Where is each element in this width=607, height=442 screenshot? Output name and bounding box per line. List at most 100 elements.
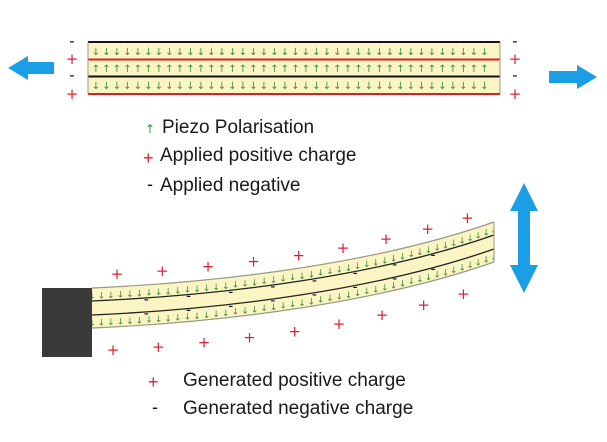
bottom-legend-symbols: + -	[148, 372, 159, 417]
polarisation-arrow-icon: ↓	[365, 81, 373, 92]
polarisation-arrow-icon: ↓	[98, 292, 106, 302]
polarisation-arrow-icon: ↓	[207, 47, 215, 58]
polarisation-arrow-icon: ↓	[312, 47, 320, 58]
polarisation-arrow-icon: ↓	[298, 299, 306, 309]
polarisation-arrow-icon: ↓	[298, 272, 306, 282]
polarisation-arrow-icon: ↓	[399, 279, 407, 289]
polarisation-arrow-icon: ↑	[438, 64, 446, 75]
polarisation-arrow-icon: ↓	[442, 268, 450, 278]
polarisation-arrow-icon: ↓	[308, 297, 316, 307]
polarisation-arrow-icon: ↓	[249, 81, 257, 92]
polarisation-arrow-icon: ↓	[407, 81, 415, 92]
polarisation-arrow-icon: ↑	[375, 64, 383, 75]
polarisation-arrow-icon: ↓	[458, 236, 466, 246]
beam-generated-positive-charges: ++++++++++++++++++	[107, 209, 474, 359]
polarisation-arrow-icon: ↑	[344, 64, 352, 75]
polarisation-arrow-icon: ↓	[176, 47, 184, 58]
generated-negative-symbol: -	[353, 280, 358, 296]
polarisation-arrow-icon: ↑	[428, 64, 436, 75]
polarisation-arrow-icon: ↑	[239, 64, 247, 75]
polarisation-arrow-icon: ↓	[102, 47, 110, 58]
applied-positive-symbol: +	[66, 50, 79, 68]
polarisation-arrow-icon: ↓	[390, 254, 398, 264]
polarisation-arrow-icon: ↑	[302, 64, 310, 75]
polarisation-arrow-icon: ↓	[241, 280, 249, 290]
polarisation-arrow-icon: ↓	[345, 264, 353, 274]
polarisation-arrow-icon: ↓	[428, 81, 436, 92]
polarisation-arrow-icon: ↓	[408, 250, 416, 260]
polarisation-arrow-icon: ↑	[134, 64, 142, 75]
polarisation-arrow-icon: ↑	[155, 64, 163, 75]
generated-negative-symbol: -	[144, 292, 149, 308]
generated-negative-symbol: -	[392, 271, 397, 287]
blue-up-down-arrow-icon	[510, 183, 538, 293]
legend-generated-minus-symbol: -	[152, 397, 158, 417]
applied-positive-symbol: +	[66, 85, 79, 103]
polarisation-arrow-icon: ↓	[470, 47, 478, 58]
generated-positive-symbol: +	[337, 239, 350, 257]
beam-fill	[92, 222, 494, 328]
flat-polarisation-arrows: ↓↓↓↓↓↓↓↓↓↓↓↓↓↓↓↓↓↓↓↓↓↓↓↓↓↓↓↓↓↓↓↓↓↓↓↓↓↓↑↑…	[92, 47, 489, 92]
polarisation-arrow-icon: ↓	[326, 294, 334, 304]
polarisation-arrow-icon: ↓	[386, 47, 394, 58]
polarisation-arrow-icon: ↓	[381, 256, 389, 266]
polarisation-arrow-icon: ↓	[88, 319, 96, 329]
beam-inner-electrode-2	[91, 248, 495, 316]
polarisation-arrow-icon: ↓	[145, 289, 153, 299]
generated-negative-symbol: -	[312, 273, 317, 289]
polarisation-arrow-icon: ↓	[222, 282, 230, 292]
polarisation-arrow-icon: ↓	[333, 47, 341, 58]
polarisation-arrow-icon: ↑	[260, 64, 268, 75]
polarisation-arrow-icon: ↓	[155, 288, 163, 298]
generated-positive-symbol: +	[292, 246, 305, 264]
generated-positive-symbol: +	[107, 341, 120, 359]
polarisation-arrow-icon: ↓	[323, 47, 331, 58]
polarisation-arrow-icon: ↓	[193, 312, 201, 322]
polarisation-arrow-icon: ↓	[134, 47, 142, 58]
polarisation-arrow-icon: ↓	[218, 47, 226, 58]
polarisation-arrow-icon: ↓	[207, 81, 215, 92]
polarisation-arrow-icon: ↓	[291, 81, 299, 92]
polarisation-arrow-icon: ↓	[117, 318, 125, 328]
polarisation-arrow-icon: ↑	[249, 64, 257, 75]
polarisation-arrow-icon: ↓	[251, 278, 259, 288]
polarisation-arrow-icon: ↓	[372, 258, 380, 268]
polarisation-arrow-icon: ↓	[323, 81, 331, 92]
polarisation-arrow-icon: ↓	[365, 47, 373, 58]
polarisation-arrow-icon: ↓	[212, 283, 220, 293]
polarisation-arrow-icon: ↓	[92, 81, 100, 92]
polarisation-arrow-icon: ↑	[144, 64, 152, 75]
polarisation-arrow-icon: ↑	[354, 64, 362, 75]
generated-positive-symbol: +	[202, 258, 215, 276]
polarisation-arrow-icon: ↓	[203, 311, 211, 321]
polarisation-arrow-icon: ↓	[241, 307, 249, 317]
polarisation-arrow-icon: ↓	[193, 285, 201, 295]
beam-generated-negative-charges: ----------------	[144, 248, 436, 322]
generated-negative-symbol: -	[186, 303, 191, 319]
polarisation-arrow-icon: ↓	[466, 234, 474, 244]
polarisation-arrow-icon: ↓	[474, 258, 482, 268]
polarisation-arrow-icon: ↓	[381, 283, 389, 293]
polarisation-arrow-icon: ↑	[459, 64, 467, 75]
legend-polarisation-arrow-icon: ↑	[145, 122, 155, 136]
generated-positive-symbol: +	[333, 315, 346, 333]
polarisation-arrow-icon: ↓	[399, 252, 407, 262]
polarisation-arrow-icon: ↓	[425, 246, 433, 256]
generated-positive-symbol: +	[421, 220, 434, 238]
generated-negative-symbol: -	[430, 262, 435, 278]
polarisation-arrow-icon: ↓	[344, 81, 352, 92]
legend-generated-negative-label: Generated negative charge	[183, 398, 414, 419]
polarisation-arrow-icon: ↓	[416, 275, 424, 285]
polarisation-arrow-icon: ↓	[164, 287, 172, 297]
polarisation-arrow-icon: ↓	[184, 313, 192, 323]
polarisation-arrow-icon: ↓	[289, 273, 297, 283]
polarisation-arrow-icon: ↓	[480, 81, 488, 92]
polarisation-arrow-icon: ↓	[239, 81, 247, 92]
polarisation-arrow-icon: ↑	[417, 64, 425, 75]
polarisation-arrow-icon: ↓	[308, 270, 316, 280]
polarisation-arrow-icon: ↓	[416, 248, 424, 258]
applied-positive-symbol: +	[509, 85, 522, 103]
generated-negative-symbol: -	[392, 257, 397, 273]
polarisation-arrow-icon: ↓	[102, 81, 110, 92]
polarisation-arrow-icon: ↓	[260, 81, 268, 92]
